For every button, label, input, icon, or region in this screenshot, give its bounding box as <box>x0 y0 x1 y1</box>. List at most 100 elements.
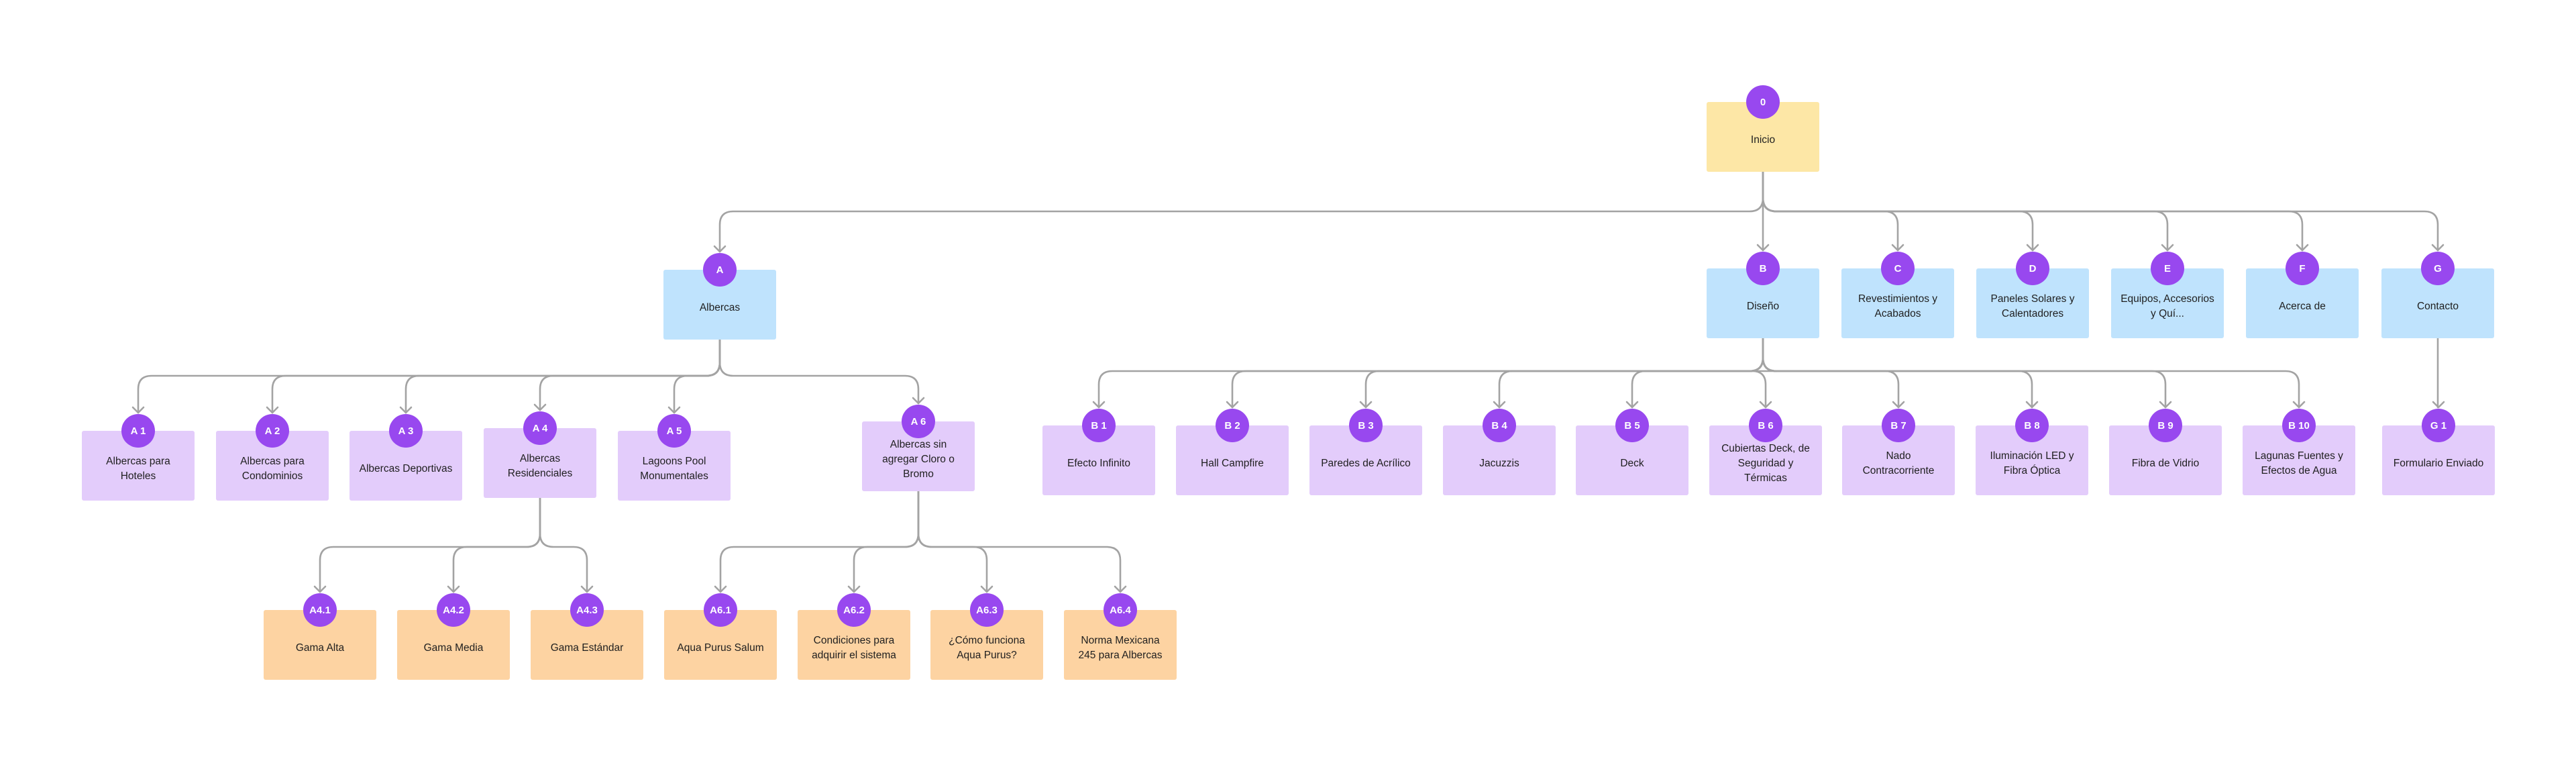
node-label: Formulario Enviado <box>2393 458 2484 469</box>
node-label: Lagoons Pool Monumentales <box>640 456 708 482</box>
node-id-badge: B 7 <box>1882 409 1915 442</box>
node-label: Albercas Residenciales <box>507 453 573 479</box>
node-id-badge: D <box>2016 252 2049 285</box>
arrowhead <box>131 406 145 414</box>
connector-b-to-b-5 <box>1631 337 1764 409</box>
node-id-badge: B 1 <box>1082 409 1116 442</box>
arrowhead <box>1759 401 1772 409</box>
connector-0-to-g <box>1762 170 2439 252</box>
arrowhead <box>2025 401 2039 409</box>
arrowhead <box>2161 244 2174 252</box>
arrowhead <box>1092 401 1106 409</box>
arrowhead <box>580 585 594 593</box>
arrowhead <box>912 397 925 405</box>
arrowhead <box>1359 401 1373 409</box>
node-id-badge: A 2 <box>256 414 289 448</box>
node-id-badge: B 3 <box>1349 409 1383 442</box>
node-label: Efecto Infinito <box>1067 458 1130 469</box>
node-id-badge: E <box>2151 252 2184 285</box>
node-id-badge: A 5 <box>657 414 691 448</box>
arrowhead <box>2296 244 2309 252</box>
arrowhead <box>2159 401 2172 409</box>
node-id-badge: C <box>1881 252 1915 285</box>
node-id-badge: A4.1 <box>303 593 337 627</box>
connector-a-6-to-a6-4 <box>917 490 1122 593</box>
arrowhead <box>2292 401 2306 409</box>
connector-a-to-a-5 <box>673 338 721 414</box>
node-b-2: Hall Campfire <box>1176 425 1289 495</box>
connector-a-4-to-a4-2 <box>452 497 541 593</box>
node-label: Fibra de Vidrio <box>2131 458 2200 469</box>
connector-b-to-b-1 <box>1097 337 1764 409</box>
node-label: Hall Campfire <box>1201 458 1264 469</box>
node-id-badge: A 4 <box>523 411 557 445</box>
node-label: Acerca de <box>2279 301 2326 312</box>
node-label: Albercas para Hoteles <box>106 456 170 482</box>
node-id-badge: A 6 <box>902 405 935 438</box>
connector-a-4-to-a4-1 <box>319 497 541 593</box>
node-id-badge: 0 <box>1746 85 1780 119</box>
arrowhead <box>1756 244 1770 252</box>
arrowhead <box>1493 401 1506 409</box>
connector-b-to-b-10 <box>1762 337 2300 409</box>
node-id-badge: A6.1 <box>704 593 737 627</box>
connector-a-4-to-a4-3 <box>539 497 588 593</box>
node-d: Paneles Solares y Calentadores <box>1976 268 2089 338</box>
arrowhead <box>847 585 861 593</box>
node-label: Diseño <box>1746 301 1780 312</box>
arrowhead <box>667 406 681 414</box>
node-label: Deck <box>1620 458 1644 469</box>
node-id-badge: A6.3 <box>970 593 1004 627</box>
node-label: Aqua Purus Salum <box>677 642 764 654</box>
arrowhead <box>1891 244 1904 252</box>
node-id-badge: A4.2 <box>437 593 470 627</box>
node-label: Jacuzzis <box>1479 458 1519 469</box>
connector-a-6-to-a6-3 <box>917 490 988 593</box>
arrowhead <box>714 585 727 593</box>
node-label: Condiciones para adquirir el sistema <box>812 635 896 661</box>
connector-b-to-b-3 <box>1364 337 1764 409</box>
arrowhead <box>2026 244 2039 252</box>
node-id-badge: B 2 <box>1216 409 1249 442</box>
node-id-badge: A4.3 <box>570 593 604 627</box>
connector-b-to-b-4 <box>1498 337 1764 409</box>
node-label: Equipos, Accesorios y Quí... <box>2121 293 2214 319</box>
node-label: Paredes de Acrílico <box>1321 458 1411 469</box>
arrowhead <box>1892 401 1905 409</box>
arrowhead <box>713 245 727 253</box>
node-id-badge: A 3 <box>389 414 423 448</box>
connector-b-to-b-6 <box>1751 337 1778 409</box>
arrowhead <box>1114 585 1127 593</box>
connector-b-to-b-8 <box>1762 337 2033 409</box>
node-a-4: Albercas Residenciales <box>484 428 596 498</box>
arrowhead <box>313 585 327 593</box>
connector-0-to-a <box>718 170 1764 253</box>
node-label: Lagunas Fuentes y Efectos de Agua <box>2255 450 2343 476</box>
node-b-8: Iluminación LED y Fibra Óptica <box>1976 425 2088 495</box>
node-label: Revestimientos y Acabados <box>1858 293 1937 319</box>
arrowhead <box>533 403 547 411</box>
node-label: Albercas para Condominios <box>240 456 305 482</box>
connector-b-to-b-9 <box>1762 337 2167 409</box>
arrowhead <box>266 406 279 414</box>
connector-a-to-a-4 <box>539 338 721 411</box>
arrowhead <box>2431 244 2445 252</box>
node-id-badge: B 4 <box>1483 409 1516 442</box>
arrowhead <box>399 406 413 414</box>
arrowhead <box>1226 401 1239 409</box>
node-label: Nado Contracorriente <box>1862 450 1935 476</box>
connector-b-to-b-7 <box>1762 337 1900 409</box>
arrowhead <box>447 585 460 593</box>
node-label: Iluminación LED y Fibra Óptica <box>1990 450 2074 476</box>
node-label: Inicio <box>1750 134 1776 146</box>
node-label: Cubiertas Deck, de Seguridad y Térmicas <box>1721 443 1810 484</box>
connector-a-6-to-a6-1 <box>719 490 920 593</box>
connector-a-6-to-a6-2 <box>853 490 920 593</box>
node-e: Equipos, Accesorios y Quí... <box>2111 268 2224 338</box>
node-a4-1: Gama Alta <box>264 610 376 680</box>
arrowhead <box>1625 401 1639 409</box>
node-label: Albercas sin agregar Cloro o Bromo <box>882 439 955 480</box>
arrowhead <box>2432 401 2445 409</box>
